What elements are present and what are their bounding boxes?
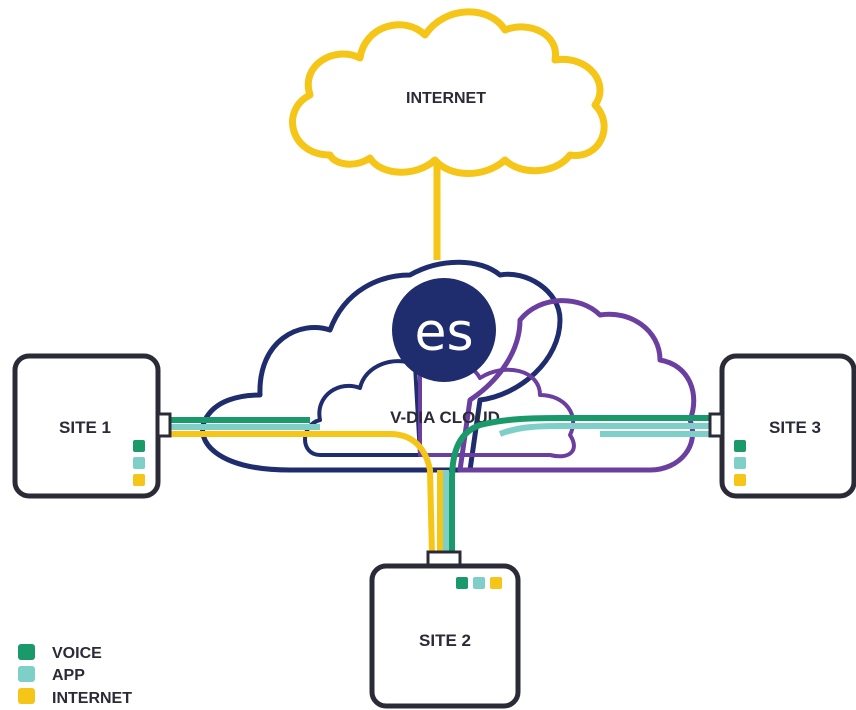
- site2-box: [369, 550, 521, 709]
- site1-internet-indicator: [133, 474, 145, 486]
- site1-app-indicator: [133, 457, 145, 469]
- site3-label: SITE 3: [769, 418, 821, 437]
- site2-label: SITE 2: [419, 631, 471, 650]
- vdia-cloud-outer-navy: [200, 259, 563, 473]
- site2-internet-indicator: [490, 577, 502, 589]
- site2-voice-indicator: [456, 577, 468, 589]
- site1-box: [12, 353, 172, 499]
- internet-cloud-label: INTERNET: [406, 90, 486, 107]
- vdia-cloud-inner-navy: [303, 359, 422, 457]
- vdia-cloud-outer-purple: [457, 298, 697, 473]
- legend-app-swatch: [18, 666, 35, 682]
- site2-app-indicator: [473, 577, 485, 589]
- site3-voice-indicator: [734, 440, 746, 452]
- site3-connection: [449, 415, 712, 555]
- legend-voice-label: VOICE: [52, 645, 102, 662]
- site1-label: SITE 1: [59, 418, 111, 437]
- es-logo-circle: [392, 278, 496, 382]
- site3-internet-indicator: [734, 474, 746, 486]
- vdia-cloud-label: V-DIA CLOUD: [390, 408, 500, 427]
- site1-connection: [170, 417, 435, 556]
- site3-app-indicator: [734, 457, 746, 469]
- site1-voice-indicator: [133, 440, 145, 452]
- site3-box: [708, 353, 856, 499]
- legend-app-label: APP: [52, 667, 85, 684]
- site2-connection: [437, 470, 449, 555]
- legend: VOICE APP INTERNET: [18, 644, 132, 707]
- legend-voice-swatch: [18, 644, 35, 660]
- legend-internet-swatch: [18, 688, 35, 704]
- internet-cloud: [289, 8, 608, 177]
- es-logo-text: es: [414, 303, 473, 363]
- legend-internet-label: INTERNET: [52, 690, 132, 707]
